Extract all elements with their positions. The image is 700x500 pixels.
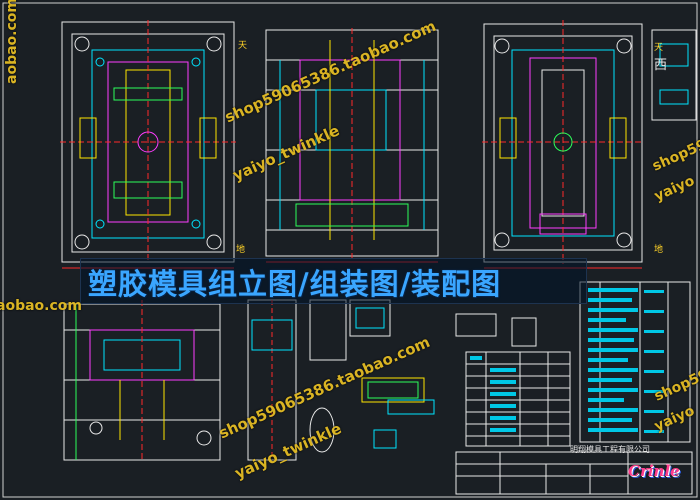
title-block-company: 明翔模具工程有限公司 <box>570 445 650 454</box>
title-banner-background <box>80 258 587 304</box>
title-banner-text: 塑胶模具组立图/组装图/装配图 <box>88 267 502 301</box>
view-bottom-middle <box>247 299 537 461</box>
label-tian-left: 天 <box>238 41 248 51</box>
view-right-edge <box>651 29 697 121</box>
label-xi-right: 西 <box>654 58 668 73</box>
watermark-left-edge-top: aobao.com <box>4 0 20 84</box>
watermark-left-edge-bottom: aobao.com <box>0 298 82 314</box>
view-bottom-left <box>63 300 221 462</box>
label-tian-right: 天 <box>654 43 664 53</box>
label-di-right: 地 <box>654 245 664 255</box>
view-top-right <box>482 20 644 269</box>
brand-logo: Crinle <box>628 462 680 480</box>
parts-list-cyan-rows <box>470 288 664 433</box>
title-block <box>455 451 693 495</box>
label-di-left: 地 <box>236 245 246 255</box>
view-top-left <box>60 20 236 269</box>
